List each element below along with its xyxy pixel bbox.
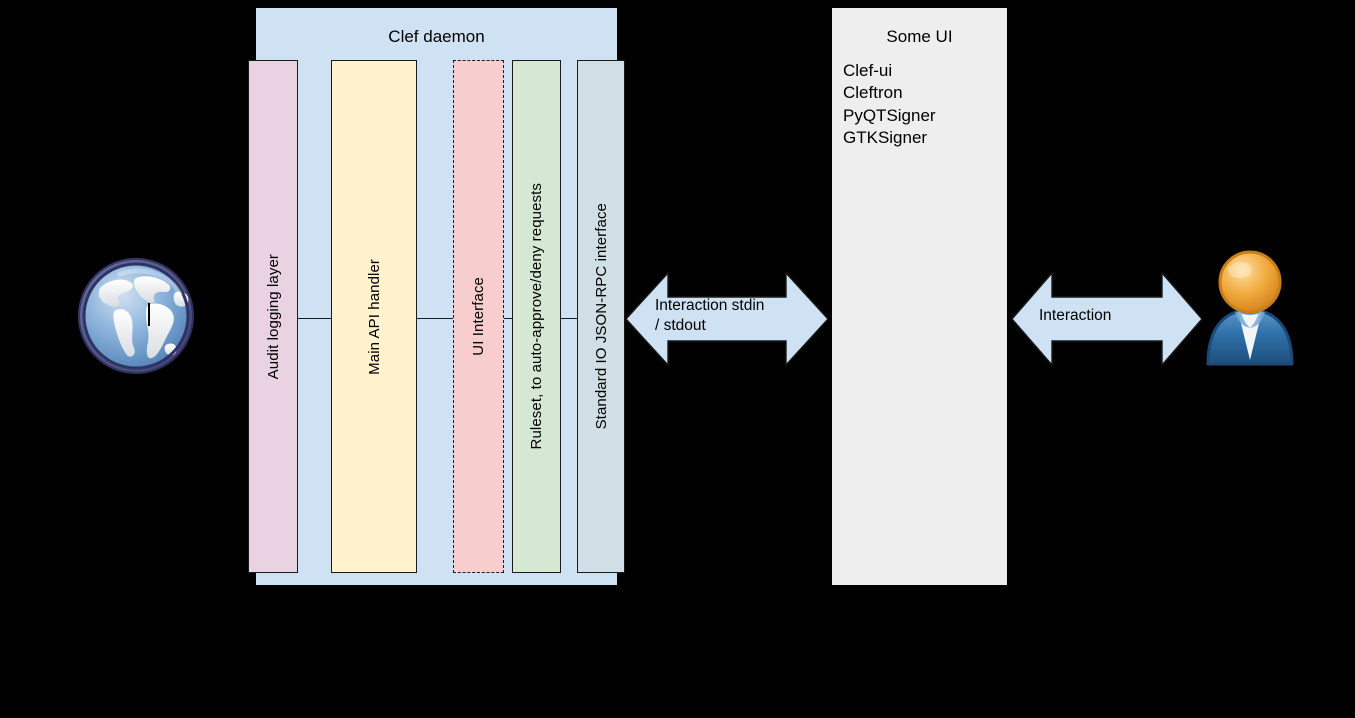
connector-audit-to-api [298,318,331,319]
arrow-stdin-stdout-label: Interaction stdin / stdout [655,297,765,334]
layer-ruleset-label: Ruleset, to auto-approve/deny requests [528,183,545,450]
layer-ui-interface[interactable]: UI Interface [453,60,504,573]
arrow-user-interaction [1012,271,1202,367]
layer-main-api-handler-label: Main API handler [365,258,383,375]
some-ui-list: Clef-ui Cleftron PyQTSigner GTKSigner [843,60,936,149]
globe-icon [72,252,200,380]
arrow-user-interaction-label: Interaction [1039,307,1112,324]
arrow-stdin-stdout [626,271,828,367]
list-item: GTKSigner [843,127,928,147]
layer-stdio-jsonrpc[interactable]: Standard IO JSON-RPC interface [577,60,625,573]
user-icon [1200,248,1300,366]
clef-daemon-container: Clef daemon [256,8,617,585]
connector-ui-to-ruleset [504,318,512,319]
layer-ui-interface-label: UI Interface [470,277,487,356]
layer-audit-logging[interactable]: Audit logging layer [248,60,298,573]
connector-ruleset-to-stdio [561,318,577,319]
some-ui-panel: Some UI Clef-ui Cleftron PyQTSigner GTKS… [832,8,1007,585]
layer-audit-logging-label: Audit logging layer [264,253,282,380]
list-item: Cleftron [843,83,903,103]
some-ui-title: Some UI [886,27,953,46]
list-item: PyQTSigner [843,105,936,125]
layer-main-api-handler[interactable]: Main API handler [331,60,417,573]
layer-ruleset[interactable]: Ruleset, to auto-approve/deny requests [512,60,561,573]
clef-daemon-title: Clef daemon [388,27,485,46]
list-item: Clef-ui [843,61,893,80]
connector-api-to-ui [417,318,453,319]
layer-stdio-jsonrpc-label: Standard IO JSON-RPC interface [592,203,610,430]
